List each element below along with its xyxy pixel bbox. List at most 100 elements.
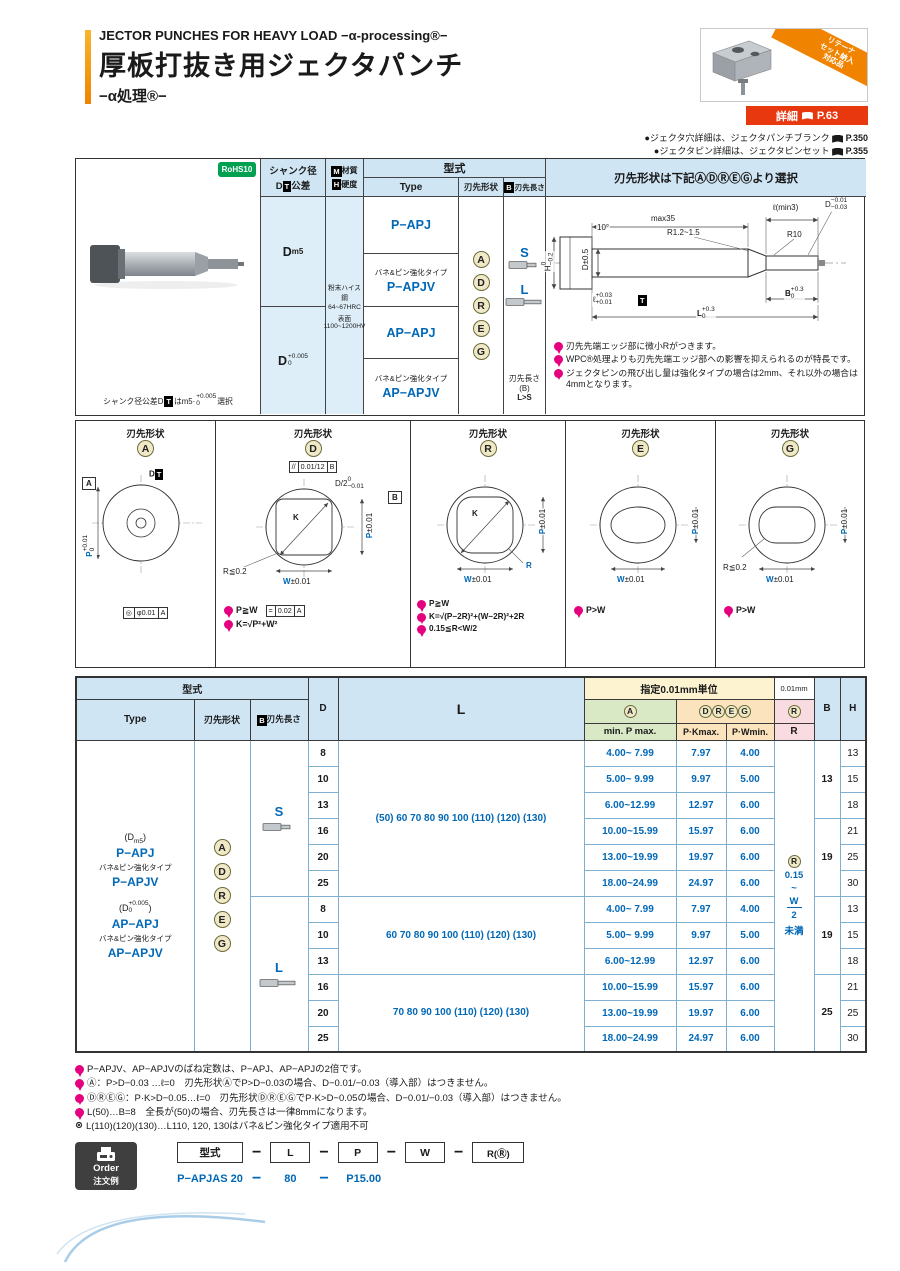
- l-values: (50) 60 70 80 90 100 (110) (120) (130): [337, 739, 585, 897]
- punch-long-icon: [505, 298, 541, 306]
- pk-value: 19.97: [675, 843, 727, 871]
- title-en: JECTOR PUNCHES FOR HEAVY LOAD −α-process…: [99, 28, 448, 43]
- footnotes: P−APJV、AP−APJVのばね定数は、P−APJ、AP−APJの2倍です。 …: [75, 1064, 865, 1136]
- dim-r-taper: R1.2~1.5: [666, 228, 701, 237]
- type-apapj: AP−APJ: [364, 307, 459, 359]
- shape-panel-e: 刃先形状 E W±0.01 P±0.01 P>W: [566, 421, 716, 667]
- blade-length-cell: S L 刃先長さ(B)L>S: [504, 197, 546, 414]
- d-value: 16: [307, 817, 339, 845]
- shape-e-icon: E: [632, 440, 649, 457]
- material-cell: 粉末ハイス鋼 64~67HRC 表面1100~1200HV: [324, 197, 365, 414]
- order-box-l: L: [270, 1142, 311, 1163]
- header-pwmin: P·Wmin.: [725, 722, 775, 741]
- order-box-model: 型式: [177, 1142, 243, 1163]
- order-box-w: W: [405, 1142, 446, 1163]
- p-range: 5.00~ 9.99: [583, 921, 677, 949]
- page-header: JECTOR PUNCHES FOR HEAVY LOAD −α-process…: [85, 28, 868, 158]
- header-d: D: [307, 676, 339, 741]
- prohibit-icon: ⊗: [75, 1120, 83, 1132]
- point-icon: [417, 600, 426, 612]
- t-box-icon: T: [638, 295, 647, 306]
- type-header: Type: [364, 178, 459, 197]
- point-icon: [574, 606, 583, 618]
- pw-value: 4.00: [725, 895, 775, 923]
- dim-r02: R≦0.2: [722, 563, 748, 572]
- example-model: P−APJAS 20: [177, 1173, 243, 1185]
- shape-e-icon: E: [472, 320, 490, 337]
- h-value: 30: [839, 869, 867, 897]
- type-apapjv: バネ&ピン強化タイプ AP−APJV: [364, 359, 459, 414]
- example-l: 80: [284, 1173, 297, 1185]
- d-value: 25: [307, 869, 339, 897]
- shape-r-icon: R: [472, 297, 490, 314]
- header-001mm: 0.01mm: [773, 676, 815, 700]
- dim-max35: max35: [650, 214, 677, 223]
- dim-w: W±0.01: [463, 575, 493, 584]
- h-value: 25: [839, 999, 867, 1027]
- p-range: 18.00~24.99: [583, 869, 677, 897]
- p-range: 6.00~12.99: [583, 791, 677, 819]
- d-value: 10: [307, 921, 339, 949]
- h-value: 15: [839, 921, 867, 949]
- page-ref[interactable]: P.355: [845, 146, 868, 156]
- d-value: 20: [307, 843, 339, 871]
- header-shape-a: A: [583, 698, 677, 724]
- decorative-swoosh: [56, 1212, 266, 1263]
- dimension-drawing-panel: max35 ℓ(min3) D−0.01−0.03 10° R1.2~1.5 R…: [541, 197, 866, 414]
- d-value: 10: [307, 765, 339, 793]
- d-value: 8: [307, 739, 339, 767]
- pk-value: 24.97: [675, 1025, 727, 1053]
- pk-value: 7.97: [675, 895, 727, 923]
- pk-value: 24.97: [675, 869, 727, 897]
- d-value: 8: [307, 895, 339, 923]
- shape-g-icon: G: [213, 935, 231, 953]
- shape-g-icon: G: [781, 440, 799, 457]
- dash: −: [454, 1143, 464, 1161]
- pk-value: 12.97: [675, 947, 727, 975]
- punch-drawing: max35 ℓ(min3) D−0.01−0.03 10° R1.2~1.5 R…: [541, 197, 866, 337]
- blade-length-s-cell: S: [249, 739, 309, 897]
- pw-value: 6.00: [725, 947, 775, 975]
- point-icon: [75, 1093, 84, 1106]
- pw-value: 6.00: [725, 1025, 775, 1053]
- top-notes: ●ジェクタ穴詳細は、ジェクタパンチブランク P.350 ●ジェクタピン詳細は、ジ…: [644, 132, 868, 158]
- h-value: 18: [839, 947, 867, 975]
- retainer-ribbon: リテーナ セット納入 対応品: [771, 29, 867, 97]
- dim-r02: R≦0.2: [222, 567, 248, 576]
- page-ref[interactable]: P.350: [845, 133, 868, 143]
- h-value: 21: [839, 817, 867, 845]
- subtitle: −α処理®−: [99, 88, 167, 105]
- datum-a: A: [82, 477, 96, 490]
- header-model: 型式: [75, 676, 309, 700]
- punch-short-icon: [262, 823, 291, 831]
- detail-link[interactable]: 詳細 P.63: [746, 106, 868, 125]
- h-value: 30: [839, 1025, 867, 1053]
- type-papj: P−APJ: [364, 197, 459, 254]
- pk-value: 19.97: [675, 999, 727, 1027]
- p-range: 18.00~24.99: [583, 1025, 677, 1053]
- dim-p: P±0.01: [691, 507, 701, 536]
- pk-value: 15.97: [675, 973, 727, 1001]
- dim-w: W±0.01: [282, 577, 312, 586]
- point-icon: [724, 606, 733, 618]
- b-value: 25: [813, 973, 841, 1053]
- blade-length-l-cell: L: [249, 895, 309, 1053]
- dim-d-tol: D−0.01−0.03: [824, 197, 849, 212]
- shape-r-icon: R: [213, 887, 231, 905]
- order-boxes: 型式 − L − P − W − R(Ⓡ): [177, 1142, 525, 1163]
- header-r: R: [773, 722, 815, 741]
